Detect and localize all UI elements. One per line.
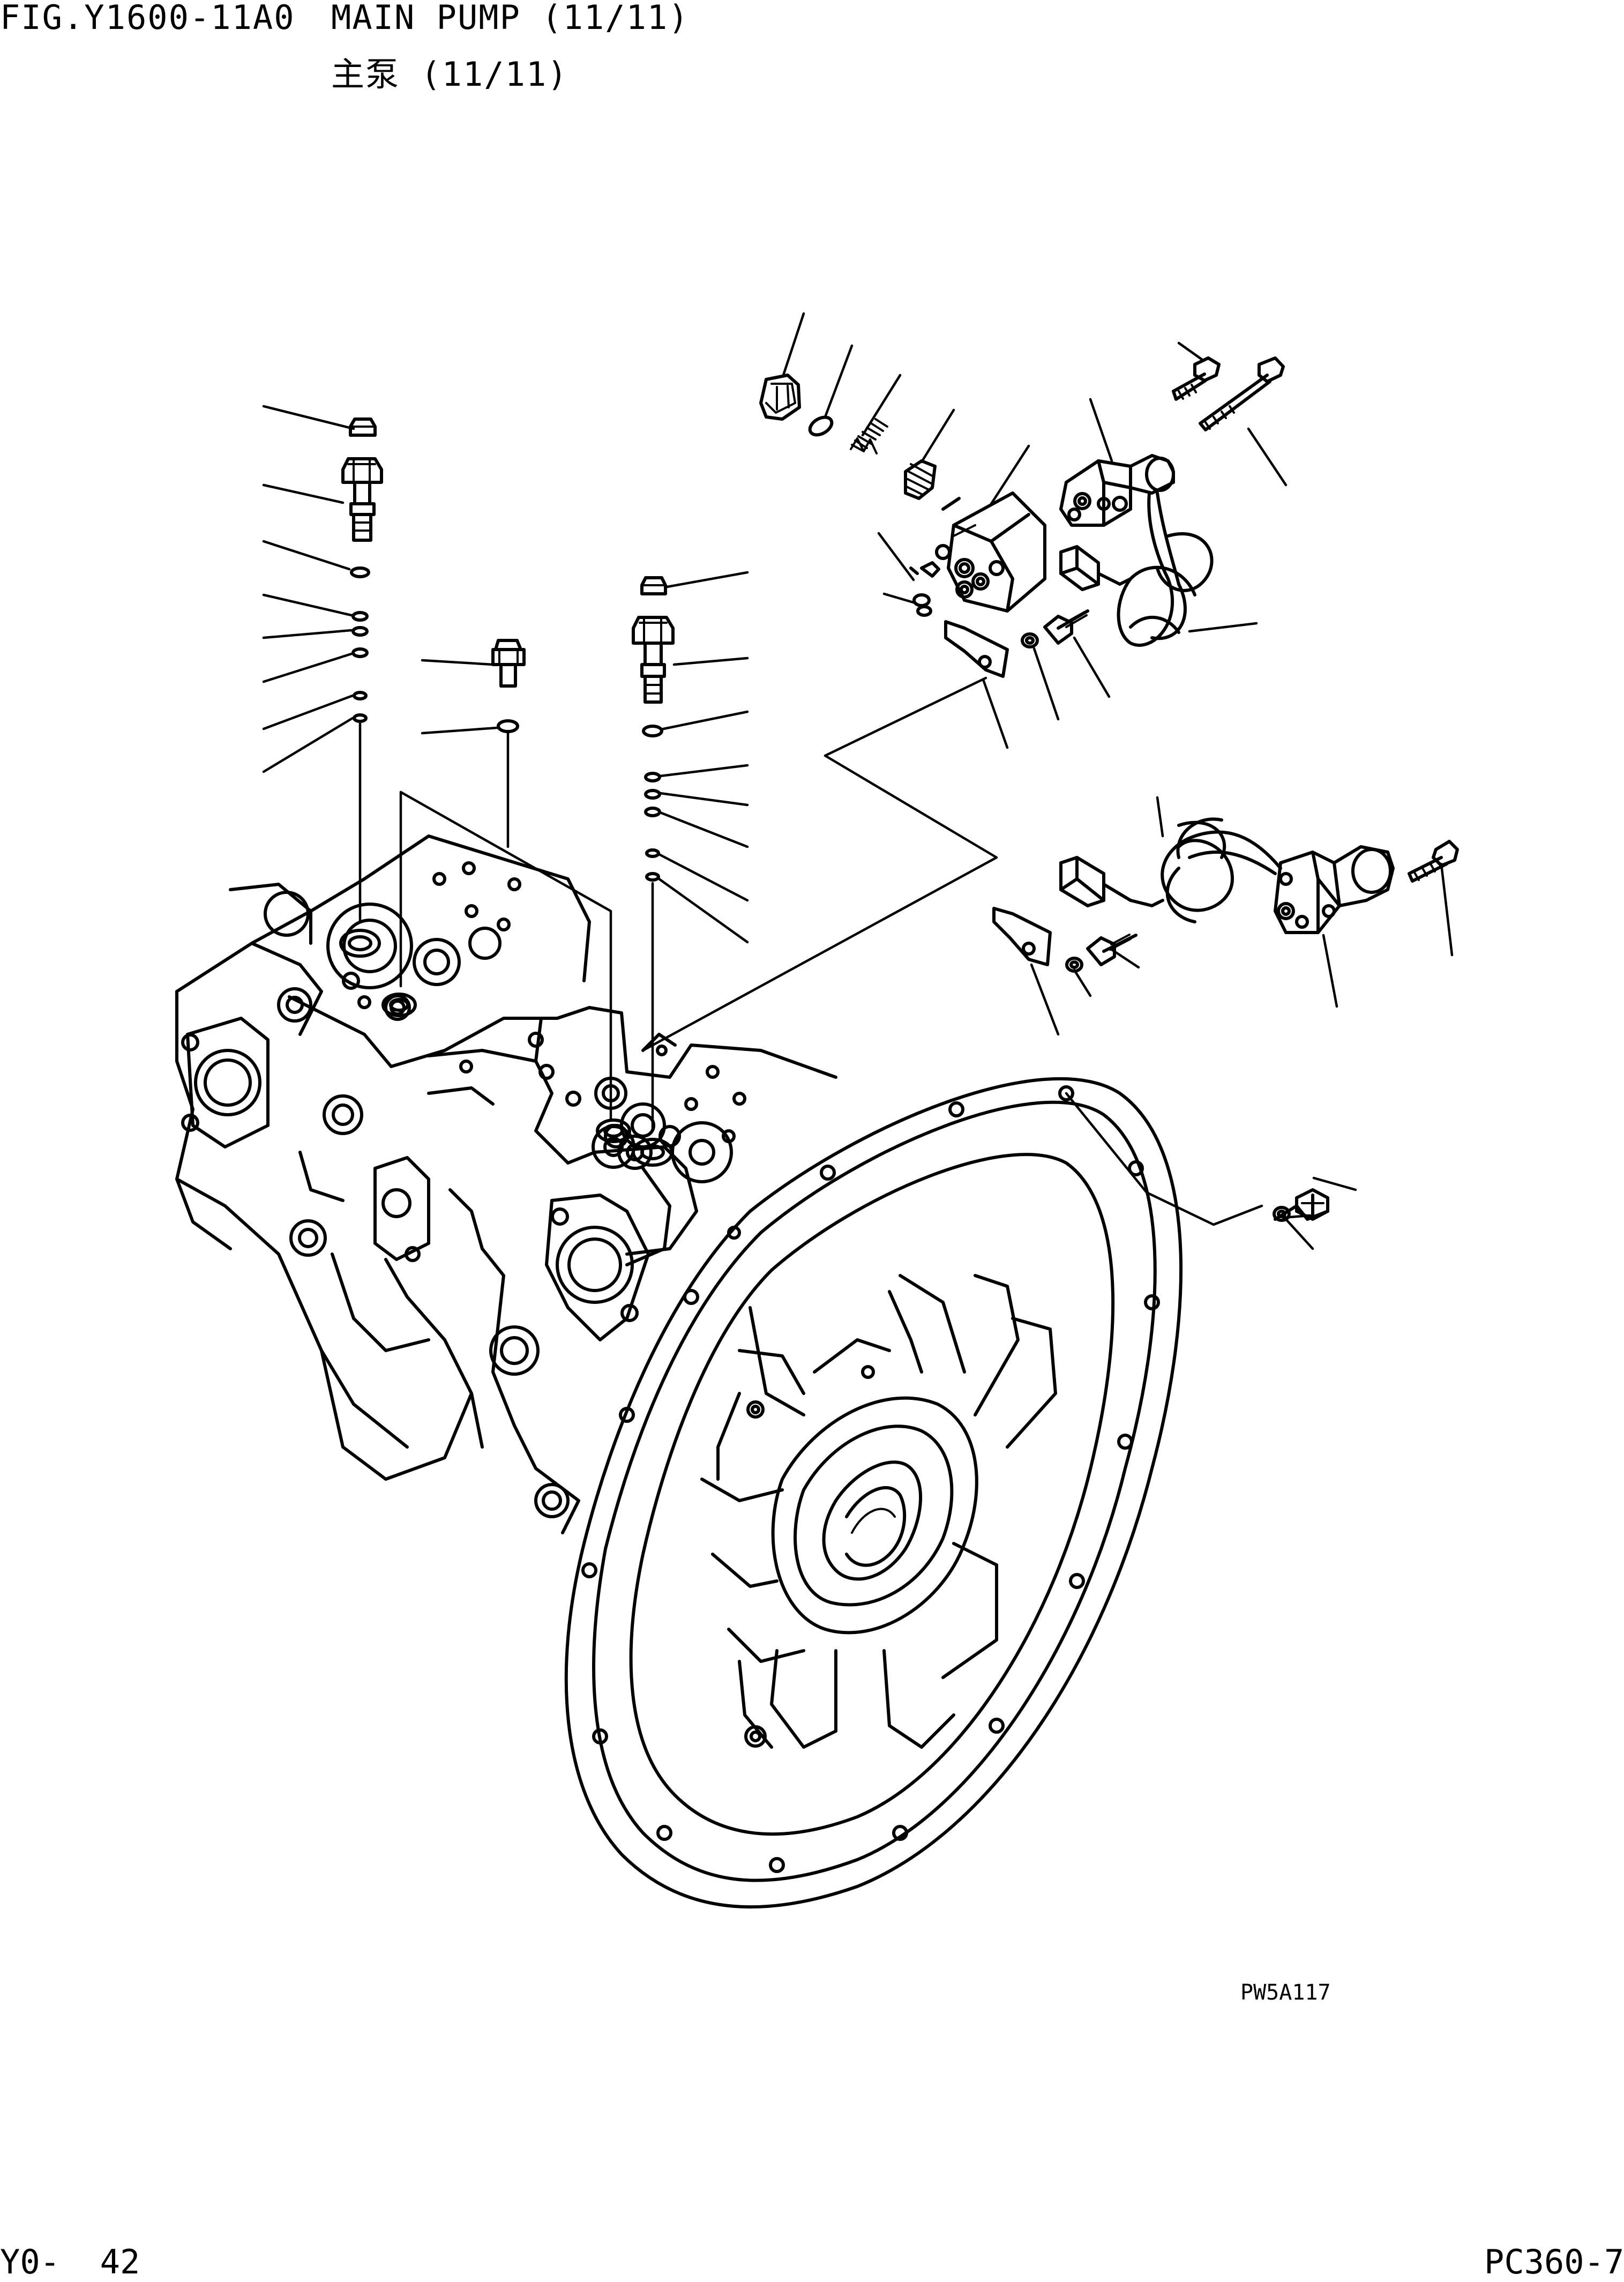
illustration-code: PW5A117 xyxy=(1240,1980,1331,2005)
leader-lines xyxy=(262,312,1454,1250)
solenoid-guide-lower xyxy=(1065,1092,1263,1226)
center-valve-guide xyxy=(399,791,612,1122)
page-number: Y0- 42 xyxy=(0,2242,140,2281)
upper-proportional-solenoid xyxy=(1059,356,1285,647)
left-valve-stack xyxy=(341,417,383,923)
flywheel-housing xyxy=(564,1077,1183,1909)
upper-solenoid-valve xyxy=(759,374,1089,678)
figure-subtitle: 主泵 (11/11) xyxy=(331,55,568,94)
figure-number: FIG.Y1600-11A0 xyxy=(0,0,295,37)
housing-bolt xyxy=(1273,1188,1329,1222)
center-valve xyxy=(491,639,526,848)
lower-proportional-solenoid xyxy=(992,817,1459,973)
figure-title: MAIN PUMP (11/11) xyxy=(331,0,690,37)
main-pump-body xyxy=(175,834,837,1534)
right-valve-stack xyxy=(339,576,675,1167)
solenoid-guide-upper xyxy=(641,676,998,1052)
machine-model: PC360-7 xyxy=(1484,2242,1624,2281)
